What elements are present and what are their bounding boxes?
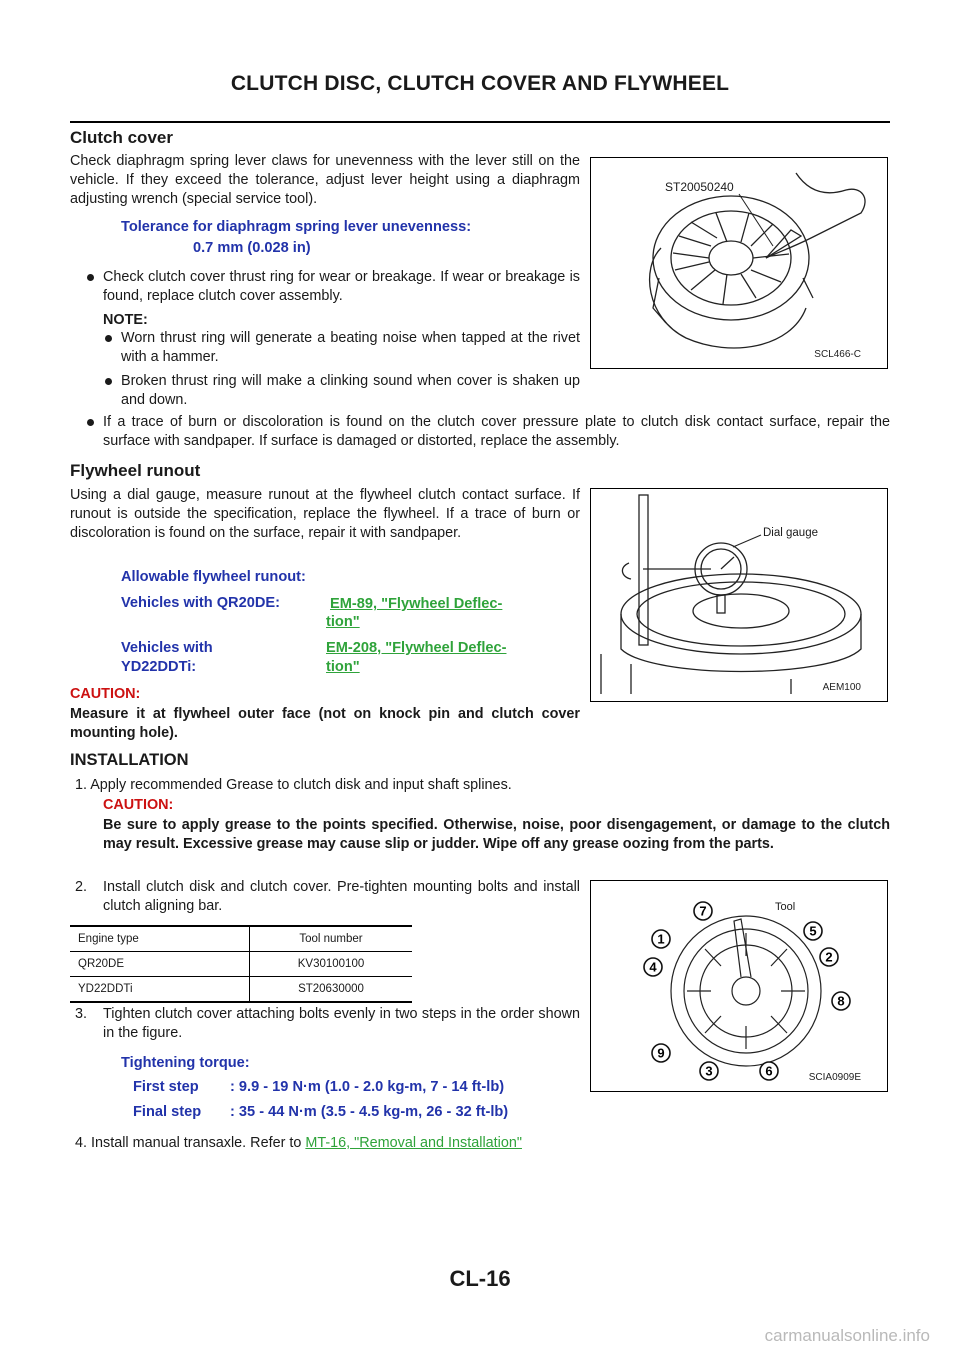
bolt-number-1: 1: [651, 929, 671, 949]
note-worn-ring: Worn thrust ring will generate a beating…: [105, 329, 580, 367]
svg-text:2: 2: [825, 950, 832, 965]
svg-text:1: 1: [657, 932, 664, 947]
final-step-value: : 35 - 44 N·m (3.5 - 4.5 kg-m, 26 - 32 f…: [230, 1104, 509, 1120]
yd22-ref[interactable]: EM-208, "Flywheel Deflec-: [326, 640, 506, 656]
svg-text:7: 7: [699, 904, 706, 919]
bolt-number-5: 5: [803, 921, 823, 941]
qr20de-ref-cont[interactable]: tion": [326, 614, 360, 630]
dial-gauge-illustration: [600, 494, 862, 694]
first-step-value: : 9.9 - 19 N·m (1.0 - 2.0 kg-m, 7 - 14 f…: [230, 1079, 505, 1095]
bullet-thrust-ring: Check clutch cover thrust ring for wear …: [87, 268, 580, 306]
flywheel-caution-text: Measure it at flywheel outer face (not o…: [70, 706, 580, 741]
step-2-num: 2.: [75, 879, 88, 895]
bolt-order-figure: 1 2 3 4 5 6 7 8 9 Tool SCIA0909E: [590, 880, 888, 1092]
cell-engine: QR20DE: [70, 951, 250, 977]
bolt-number-2: 2: [819, 947, 839, 967]
clutch-cover-heading: Clutch cover: [70, 128, 173, 147]
note-broken-ring: Broken thrust ring will make a clinking …: [105, 372, 580, 410]
note-label: NOTE:: [103, 312, 148, 328]
page-title: CLUTCH DISC, CLUTCH COVER AND FLYWHEEL: [230, 72, 730, 95]
bullet-burn: If a trace of burn or discoloration is f…: [87, 413, 890, 451]
table-row: QR20DE KV30100100: [70, 951, 412, 977]
tolerance-label: Tolerance for diaphragm spring lever une…: [121, 219, 472, 235]
bolt-number-8: 8: [831, 991, 851, 1011]
step-3-num: 3.: [75, 1006, 88, 1022]
yd22-link[interactable]: EM-208, "Flywheel Deflec-: [326, 640, 507, 656]
torque-label: Tightening torque:: [121, 1055, 250, 1071]
clutch-cover-illustration: [649, 172, 866, 349]
bullet-dot: [87, 274, 94, 281]
qr20de-ref[interactable]: EM-89, "Flywheel Deflec-: [330, 595, 502, 614]
figure-code: AEM100: [822, 682, 861, 693]
tool-label: Tool: [775, 901, 796, 913]
cell-tool: KV30100100: [297, 958, 365, 970]
tool-table-grid: Engine type Tool number QR20DE KV3010010…: [70, 925, 412, 1003]
cell-tool: ST20630000: [298, 983, 364, 995]
tool-table: Engine type Tool number QR20DE KV3010010…: [70, 925, 412, 1003]
svg-text:5: 5: [809, 924, 816, 939]
svg-text:4: 4: [649, 960, 657, 975]
install-caution-text: Be sure to apply grease to the points sp…: [103, 817, 890, 852]
svg-text:8: 8: [837, 994, 844, 1009]
cell-engine: YD22DDTi: [70, 976, 250, 1002]
step-4: 4. Install manual transaxle. Refer to MT…: [75, 1134, 522, 1153]
bolt-number-9: 9: [651, 1043, 671, 1063]
bullet-text: Check clutch cover thrust ring for wear …: [103, 269, 580, 304]
note-text: Worn thrust ring will generate a beating…: [121, 330, 580, 365]
note-text: Broken thrust ring will make a clinking …: [121, 373, 580, 408]
dial-gauge-label: Dial gauge: [763, 527, 818, 539]
header-engine-type: Engine type: [70, 926, 250, 952]
final-step-label: Final step: [133, 1104, 202, 1120]
bolt-number-4: 4: [643, 957, 663, 977]
figure-code: SCL466-C: [814, 349, 861, 360]
bolt-number-3: 3: [699, 1061, 719, 1081]
page-number: CL-16: [449, 1266, 511, 1291]
yd22-label-2: YD22DDTi:: [121, 659, 197, 675]
step-4-text: 4. Install manual transaxle. Refer to: [75, 1135, 306, 1151]
flywheel-caution-label: CAUTION:: [70, 686, 141, 702]
flywheel-figure: Dial gauge AEM100: [590, 488, 888, 702]
step-1: 1. Apply recommended Grease to clutch di…: [75, 777, 512, 793]
header-tool-number: Tool number: [299, 933, 363, 945]
bullet-dot: [105, 335, 112, 342]
allowable-label: Allowable flywheel runout:: [121, 569, 306, 585]
qr20de-link[interactable]: EM-89, "Flywheel Deflec-: [330, 596, 503, 612]
qr20de-link-cont[interactable]: tion": [326, 614, 360, 630]
bolt-order-illustration: 1 2 3 4 5 6 7 8 9: [643, 901, 851, 1081]
bullet-dot: [105, 378, 112, 385]
svg-text:3: 3: [705, 1064, 712, 1079]
yd22-label-1: Vehicles with: [121, 640, 213, 656]
svg-text:9: 9: [657, 1046, 664, 1061]
step-2: Install clutch disk and clutch cover. Pr…: [103, 879, 580, 914]
step-3: Tighten clutch cover attaching bolts eve…: [103, 1006, 580, 1041]
qr20de-label: Vehicles with QR20DE:: [121, 595, 280, 611]
tool-label: ST20050240: [665, 180, 734, 194]
bolt-number-6: 6: [759, 1061, 779, 1081]
install-caution-label: CAUTION:: [103, 797, 174, 813]
figure-code: SCIA0909E: [808, 1072, 861, 1083]
first-step-label: First step: [133, 1079, 199, 1095]
bullet-text: If a trace of burn or discoloration is f…: [103, 414, 890, 449]
flywheel-intro: Using a dial gauge, measure runout at th…: [70, 487, 580, 541]
clutch-cover-intro: Check diaphragm spring lever claws for u…: [70, 153, 580, 207]
tolerance-value: 0.7 mm (0.028 in): [193, 240, 311, 256]
mt16-link[interactable]: MT-16, "Removal and Installation": [305, 1135, 522, 1151]
svg-text:6: 6: [765, 1064, 772, 1079]
watermark: carmanualsonline.info: [764, 1326, 930, 1345]
bolt-number-7: 7: [693, 901, 713, 921]
bullet-dot: [87, 419, 94, 426]
table-row: YD22DDTi ST20630000: [70, 976, 412, 1002]
flywheel-heading: Flywheel runout: [70, 461, 201, 480]
yd22-link-cont[interactable]: tion": [326, 659, 360, 675]
clutch-cover-figure: ST20050240 SCL466-C: [590, 157, 888, 369]
installation-heading: INSTALLATION: [70, 751, 189, 769]
header-rule: [70, 121, 890, 123]
yd22-ref-cont[interactable]: tion": [326, 659, 360, 675]
